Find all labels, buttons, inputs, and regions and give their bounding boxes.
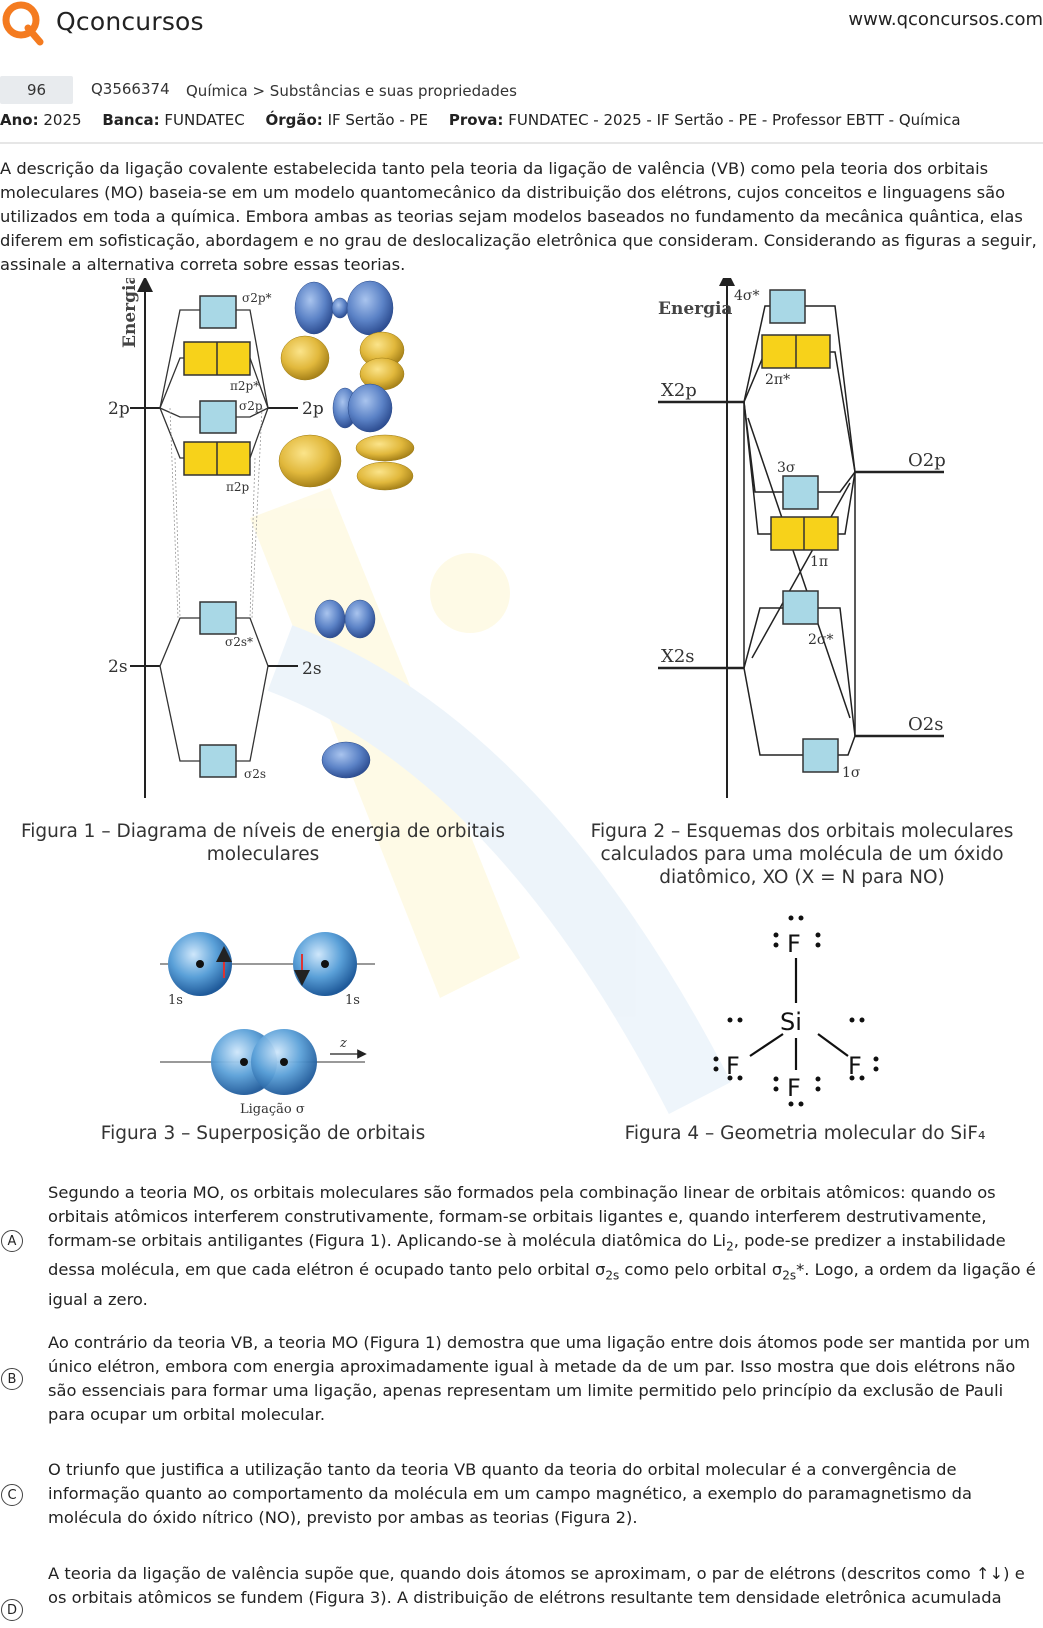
prova-value: FUNDATEC - 2025 - IF Sertão - PE - Profe… [508, 111, 961, 129]
fig1-pi2p-label: π2p [226, 480, 250, 494]
alternative-c-letter[interactable]: C [1, 1484, 23, 1506]
fig2-o2p-label: O2p [908, 450, 946, 471]
question-id[interactable]: Q3566374 [91, 80, 170, 98]
fig4-f-left-label: F [726, 1052, 740, 1080]
brand-name[interactable]: Qconcursos [56, 7, 204, 36]
fig1-left-2s-label: 2s [108, 657, 128, 677]
fig4-si-label: Si [780, 1008, 802, 1036]
fig2-2pi-label: 2π* [765, 372, 790, 388]
prova-label: Prova: [448, 111, 504, 129]
fig1-energy-axis-label: Energia [120, 278, 140, 348]
fig3-caption: Figura 3 – Superposição de orbitais [101, 1123, 425, 1144]
fig1-sigma2p-label: σ2p [239, 399, 263, 413]
fig2-3sigma-label: 3σ [777, 460, 796, 476]
fig2-2sigma-label: 2σ* [808, 632, 833, 648]
fig2-1pi-label: 1π [810, 554, 828, 570]
alternative-a-text: Segundo a teoria MO, os orbitais molecul… [48, 1183, 1036, 1309]
ano-value: 2025 [43, 111, 82, 129]
fig2-x2p-label: X2p [661, 380, 697, 401]
alternative-d-letter[interactable]: D [1, 1599, 23, 1621]
figure-4-sif4-geometry: Si F F F F Figura 4 – Geometria molecula… [625, 915, 986, 1144]
fig1-pi2p-star-label: π2p* [230, 379, 259, 393]
alternative-b-letter[interactable]: B [1, 1368, 23, 1390]
question-number: 96 [0, 76, 73, 104]
fig1-sigma2s-label: σ2s [244, 767, 266, 781]
fig1-orbital-images [278, 280, 415, 779]
figures-panel: Energia 2p 2p 2s 2s [21, 278, 1014, 1144]
fig4-f-right-label: F [848, 1052, 862, 1080]
fig4-lone-pairs [713, 915, 879, 1107]
orgao-value: IF Sertão - PE [327, 111, 429, 129]
figure-2-no-mo-diagram: Energia X2p X2s O2p O2s [591, 278, 1014, 888]
fig1-right-2s-label: 2s [302, 659, 322, 679]
fig3-1s-right-label: 1s [345, 993, 360, 1008]
alternative-d-text: A teoria da ligação de valência supõe qu… [48, 1564, 1025, 1607]
fig3-1s-left-label: 1s [168, 993, 183, 1008]
question-statement: A descrição da ligação covalente estabel… [0, 159, 1037, 274]
qconcursos-logo-icon [2, 1, 44, 46]
fig2-x2s-label: X2s [661, 646, 695, 667]
alternative-c-text: O triunfo que justifica a utilização tan… [48, 1460, 972, 1527]
fig2-caption-line1: Figura 2 – Esquemas dos orbitais molecul… [591, 821, 1014, 842]
fig2-caption-line2: calculados para uma molécula de um óxido [600, 844, 1003, 865]
alternative-b-text: Ao contrário da teoria VB, a teoria MO (… [48, 1333, 1030, 1424]
fig2-o2s-label: O2s [908, 714, 943, 735]
site-url[interactable]: www.qconcursos.com [848, 9, 1043, 30]
fig2-caption-line3: diatômico, XO (X = N para NO) [659, 867, 945, 888]
alternative-a-letter[interactable]: A [1, 1230, 23, 1252]
question-meta: Ano: 2025 Banca: FUNDATEC Órgão: IF Sert… [0, 111, 961, 129]
fig2-1sigma-label: 1σ [842, 765, 861, 781]
fig1-caption-line2: moleculares [207, 844, 319, 865]
figure-3-orbital-overlap: 1s 1s z Ligação σ Figura 3 – Superposiçã… [101, 932, 425, 1144]
fig1-sigma2p-star-label: σ2p* [242, 291, 272, 305]
banca-value: FUNDATEC [164, 111, 245, 129]
watermark [250, 488, 732, 1115]
header-divider [0, 142, 1043, 144]
fig2-4sigma-label: 4σ* [734, 288, 759, 304]
fig2-energy-axis-label: Energia [658, 299, 732, 319]
question-category[interactable]: Química > Substâncias e suas propriedade… [186, 82, 517, 100]
fig1-sigma2s-star-label: σ2s* [225, 635, 253, 649]
fig1-right-2p-label: 2p [302, 399, 324, 419]
ano-label: Ano: [0, 111, 39, 129]
fig1-left-2p-label: 2p [108, 399, 130, 419]
fig4-f-top-label: F [787, 930, 801, 958]
orgao-label: Órgão: [265, 111, 323, 129]
banca-label: Banca: [102, 111, 160, 129]
fig4-caption: Figura 4 – Geometria molecular do SiF₄ [625, 1123, 986, 1144]
fig3-z-axis-label: z [339, 1036, 347, 1051]
figure-1-mo-diagram: Energia 2p 2p 2s 2s [21, 278, 505, 865]
fig3-bond-label: Ligação σ [240, 1102, 305, 1117]
fig1-caption-line1: Figura 1 – Diagrama de níveis de energia… [21, 821, 505, 842]
fig4-f-bottom-label: F [787, 1074, 801, 1102]
